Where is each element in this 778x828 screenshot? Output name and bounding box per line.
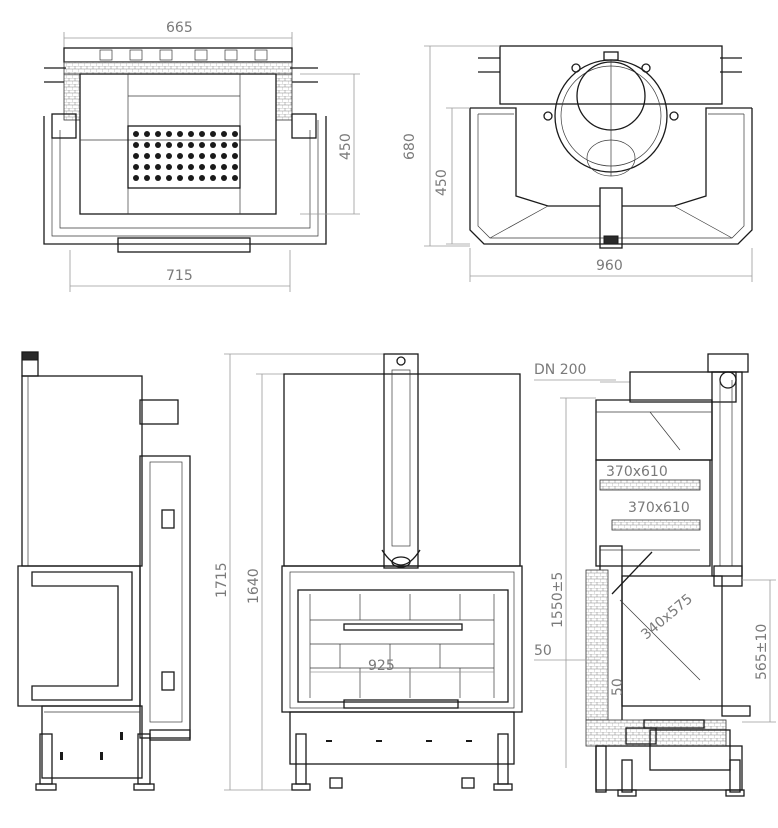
grate-hole [133, 175, 139, 181]
grate-hole [177, 164, 183, 170]
grate-hole [199, 131, 205, 137]
grate-hole [166, 142, 172, 148]
grate-hole [155, 175, 161, 181]
grate-hole [166, 153, 172, 159]
top-view-left: 665 [43, 20, 360, 292]
grate-hole [144, 142, 150, 148]
grate-hole [133, 164, 139, 170]
front-view: 1715 1640 925 [214, 353, 523, 791]
grate-hole [177, 131, 183, 137]
grate-hole [144, 131, 150, 137]
grate-hole [133, 142, 139, 148]
dim-label-680: 680 [402, 133, 418, 160]
grate-hole [188, 164, 194, 170]
grate-hole [188, 131, 194, 137]
label-plate-upper: 370x610 [606, 464, 668, 480]
grate-hole [221, 142, 227, 148]
dim-680: 680 [402, 45, 500, 247]
dim-1550: 1550±5 [550, 397, 596, 768]
grate-hole [155, 142, 161, 148]
grate-hole [232, 131, 238, 137]
grate-hole [144, 153, 150, 159]
grate-hole [144, 164, 150, 170]
label-firebox: 340x575 [638, 591, 696, 643]
grate-hole [221, 164, 227, 170]
grate-hole [188, 142, 194, 148]
grate-hole [155, 153, 161, 159]
grate-hole [133, 153, 139, 159]
dim-label-50-left: 50 [534, 643, 552, 659]
grate-hole [177, 175, 183, 181]
grate-hole [210, 131, 216, 137]
grate-hole [210, 153, 216, 159]
grate-hole [210, 142, 216, 148]
dim-label-1715: 1715 [214, 562, 230, 598]
dim-450-left: 450 [300, 73, 360, 215]
grate-hole [188, 153, 194, 159]
dim-label-1640: 1640 [246, 568, 262, 604]
grate-hole [199, 142, 205, 148]
grate-hole [166, 175, 172, 181]
dim-label-665: 665 [166, 20, 193, 36]
grate-hole [221, 153, 227, 159]
grate-hole [166, 164, 172, 170]
dim-label-450-right: 450 [434, 169, 450, 196]
grate-hole [133, 131, 139, 137]
label-plate-lower: 370x610 [628, 500, 690, 516]
dim-label-715: 715 [166, 268, 193, 284]
grate-hole [210, 175, 216, 181]
label-dn200: DN 200 [534, 362, 586, 378]
top-view-right: 680 450 960 [402, 45, 753, 282]
grate-hole [221, 175, 227, 181]
grate-hole [199, 175, 205, 181]
side-view-left [17, 351, 191, 791]
grate-hole [232, 142, 238, 148]
grate-hole [232, 164, 238, 170]
dim-label-925: 925 [368, 658, 395, 674]
grate-hole [177, 153, 183, 159]
dim-label-565: 565±10 [754, 624, 770, 680]
dim-665: 665 [63, 20, 293, 62]
grate-hole [210, 164, 216, 170]
dim-label-1550: 1550±5 [550, 572, 566, 628]
grate-hole [155, 131, 161, 137]
grate-hole [199, 153, 205, 159]
side-view-right: DN 200 370x610 370x610 340x575 [534, 353, 776, 797]
grate-hole [199, 164, 205, 170]
grate-hole [144, 175, 150, 181]
grate-hole [232, 175, 238, 181]
dim-715: 715 [69, 250, 291, 292]
dim-960: 960 [469, 248, 753, 282]
dim-1640: 1640 [246, 373, 284, 790]
grate-hole [155, 164, 161, 170]
grate-hole [166, 131, 172, 137]
grate-hole [221, 131, 227, 137]
dim-label-450-left: 450 [338, 133, 354, 160]
grate-hole [177, 142, 183, 148]
grate-hole [232, 153, 238, 159]
dim-label-50-inner: 50 [610, 678, 626, 696]
dim-1715: 1715 [214, 353, 384, 791]
grate-hole [188, 175, 194, 181]
grate-holes [133, 131, 238, 181]
dim-450-right: 450 [434, 107, 470, 245]
dim-label-960: 960 [596, 258, 623, 274]
dim-565: 565±10 [742, 579, 776, 723]
